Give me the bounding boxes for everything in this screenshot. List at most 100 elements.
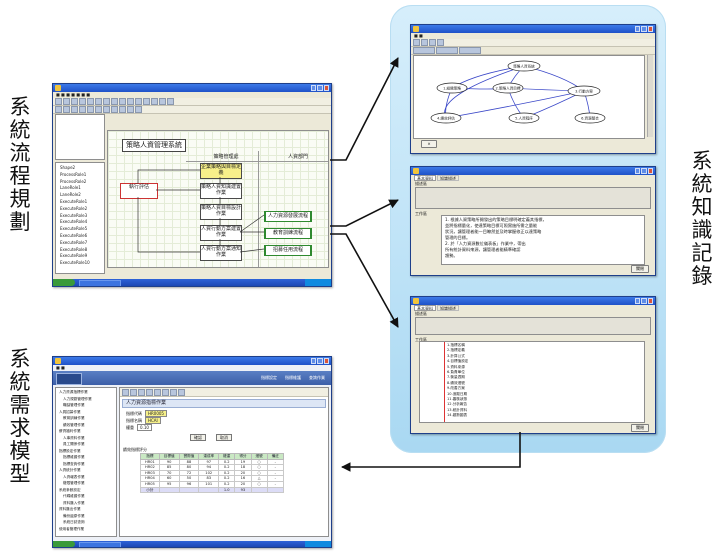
knowledge-line: 1. 根據人資策略所開發出的策略目標明確定義其指標， [445,217,547,222]
list-item: 13.統計資料 [447,407,468,412]
header-menu-item[interactable]: 查詢作業 [309,375,325,380]
field-value[interactable]: 0.10 [137,423,152,431]
palette-item[interactable]: LaneRole2 [60,192,81,198]
arrow-to-requirement [341,432,521,472]
field-label: 權重 [126,424,134,430]
lane-top-line [186,161,328,162]
arrow-to-knowledge-2 [330,233,399,328]
tree-item[interactable]: 權限管理作業 [63,481,85,485]
taskbar [53,541,331,547]
node-knowledge-build[interactable]: 策略人資知識建置作業 [200,183,242,199]
tree-item[interactable]: 備份還原作業 [63,513,85,518]
field-value[interactable]: HR0005 [145,409,167,417]
close-button[interactable]: ⨯ [421,140,437,148]
list-item: 14.趨勢圖表 [447,413,468,418]
node-action-notice[interactable]: 人資行動方案通知作業 [200,245,242,261]
tree-item[interactable]: 指標維護作業 [63,455,85,459]
header-menu-item[interactable]: 指標維護 [285,375,301,380]
palette-item[interactable]: ExecuteRole8 [60,246,88,252]
table-title: 績效指標評分 [123,447,147,452]
tree-item[interactable]: 人事資料作業 [63,435,85,440]
graph-node-1 [436,82,468,94]
tree-item[interactable]: 資料匯入作業 [63,500,85,505]
palette-item[interactable]: ExecuteRole7 [60,239,88,245]
palette-item[interactable]: ExecuteRole4 [60,219,88,225]
node-hr-development[interactable]: 人力資源發展流程 [264,211,312,222]
node-strategy-definition[interactable]: 企業策略與目標定義 [200,163,242,179]
palette-item[interactable]: ExecuteRole10 [60,260,90,266]
knowledge-line: 管理的目標。 [445,235,471,240]
field-value[interactable]: HCAI [145,416,161,424]
list-item: 12.分析報告 [447,402,468,407]
tab-knowledge[interactable]: 知識描述 [437,175,459,181]
palette-item[interactable]: ExecuteRole5 [60,226,88,232]
header-menu-item[interactable]: 指標設定 [261,375,277,380]
desc-area[interactable] [415,317,651,335]
tree-item[interactable]: 人資報表作業 [63,474,85,479]
tab-basic[interactable]: 基本資料 [414,175,436,181]
graph-node-label: 2.策略人資目標 [496,85,521,90]
cancel-button[interactable]: 取消 [216,434,232,441]
tree-item[interactable]: 資料匯出作業 [59,507,81,511]
list-item: 1.指標名稱 [447,343,465,347]
palette-item[interactable]: ExecuteRole1 [60,198,88,204]
tree-item[interactable]: 使用者管理作業 [59,526,85,531]
app-logo [56,373,82,385]
requirement-model-window: ■ ■ 指標設定 指標維護 查詢作業 人力資源指標作業人力規劃管理作業職缺管理作… [52,356,332,548]
tree-item[interactable]: 人力規劃管理作業 [63,396,92,401]
palette-item[interactable]: ExecuteRole3 [60,212,88,218]
tab-knowledge[interactable]: 知識描述 [437,305,459,311]
palette-item[interactable]: ExecuteRole6 [60,232,88,238]
list-item: 9.改善方案 [447,386,465,391]
flow-graph-window: ■ ■ [410,24,656,154]
tree-item[interactable]: 系統日誌查詢 [63,520,85,524]
palette-item[interactable]: ExecuteRole9 [60,253,88,259]
palette-item[interactable]: ProcessRole1 [60,171,87,177]
tree-item[interactable]: 人力資源指標作業 [59,390,88,394]
close-button[interactable]: 關閉 [631,265,649,273]
field-label: 指標名稱 [126,417,142,423]
tree-item[interactable]: 代碼維護作業 [63,494,85,498]
palette-item[interactable]: ExecuteRole2 [60,205,88,211]
graph-node-2 [492,82,524,94]
node-training[interactable]: 教育訓練流程 [264,228,312,239]
knowledge-line: 並將指標量化，使達策略目標可照實施所需之量能 [445,223,538,228]
palette-item[interactable]: LaneRole1 [60,185,81,191]
close-button[interactable]: 關閉 [631,424,649,432]
tree-item[interactable]: 指標查詢作業 [63,461,85,466]
diagram-heading: 策略人資管理系統 [122,139,186,152]
tab-basic[interactable]: 基本資料 [414,305,436,311]
graph-edge [445,90,585,119]
knowledge-line: 狀況，讓管理者能一目瞭然並及時掌握修正以達策略 [445,229,542,234]
knowledge-content-area[interactable]: 1. 根據人資策略所開發出的策略目標明確定義其指標，並將指標量化，使達策略目標可… [441,215,645,265]
desc-area[interactable] [415,187,651,209]
diagram-tree-panel [55,114,105,160]
tree-item[interactable]: 薪資福利作業 [59,429,81,433]
node-recruitment[interactable]: 招募任用流程 [264,245,312,256]
tree-item[interactable]: 教育訓練作業 [63,416,85,420]
tree-item[interactable]: 人資統計作業 [59,468,81,472]
flow-graph-svg: 策略人資系統 1.組織策略 2.策略人資目標 3.行動方案 4.績效評估 5.人… [430,60,606,124]
graph-node-label: 1.組織策略 [443,85,461,90]
tree-item[interactable]: 績效管理作業 [63,422,85,427]
node-execution-evaluation[interactable]: 執行評估 [120,183,158,199]
tree-item[interactable]: 指標設定作業 [59,448,81,453]
tree-item[interactable]: 人員招募作業 [59,409,81,414]
palette-item[interactable]: Shape2 [60,165,76,170]
node-action-build[interactable]: 人資行動方案建置作業 [200,225,242,241]
tree-item[interactable]: 系統參數設定 [59,487,81,492]
graph-scrollbar[interactable] [647,55,653,137]
table-cell: - [266,464,284,471]
tree-item[interactable]: 員工關係作業 [63,442,85,446]
palette-item[interactable]: ProcessRole2 [60,178,87,184]
tree-item[interactable]: 職缺管理作業 [63,403,85,407]
node-target-design[interactable]: 策略人資目標設計作業 [200,204,242,220]
list-item: 6.負責單位 [447,370,465,375]
confirm-button[interactable]: 確認 [190,434,206,441]
